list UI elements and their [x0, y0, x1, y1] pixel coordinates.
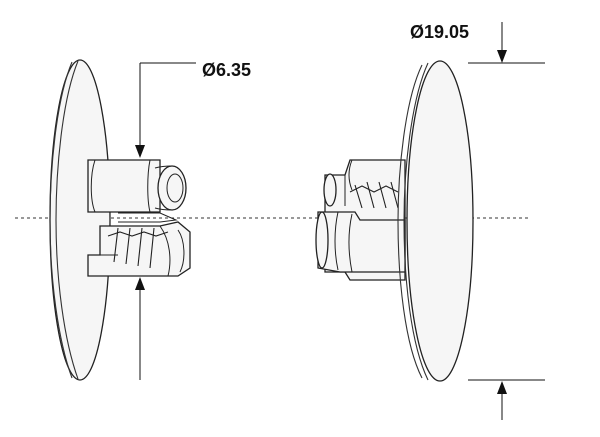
dim-arrow-up: [135, 277, 145, 290]
dimension-small-diameter: Ø6.35: [135, 60, 251, 380]
small-diameter-label: Ø6.35: [202, 60, 251, 80]
dim-arrow-up-large: [497, 381, 507, 394]
left-threads: [113, 227, 155, 269]
left-disc-rim-inner: [55, 60, 79, 380]
right-barrel: [317, 211, 406, 273]
left-thread-section: [87, 221, 191, 277]
right-threads: [354, 181, 399, 209]
dim-arrow-down-large: [497, 50, 507, 63]
left-screw-part: [49, 59, 191, 381]
left-disc-rim: [49, 61, 73, 379]
right-disc-rim-inner: [403, 62, 429, 381]
right-disc-head: [406, 60, 474, 382]
left-screw-end: [157, 165, 187, 211]
right-disc-rim: [397, 64, 423, 379]
right-socket-part: [315, 60, 474, 382]
large-diameter-label: Ø19.05: [410, 22, 469, 42]
left-shank-upper: [87, 159, 161, 213]
dimension-large-diameter: Ø19.05: [410, 22, 545, 420]
dim-arrow-down: [135, 145, 145, 158]
